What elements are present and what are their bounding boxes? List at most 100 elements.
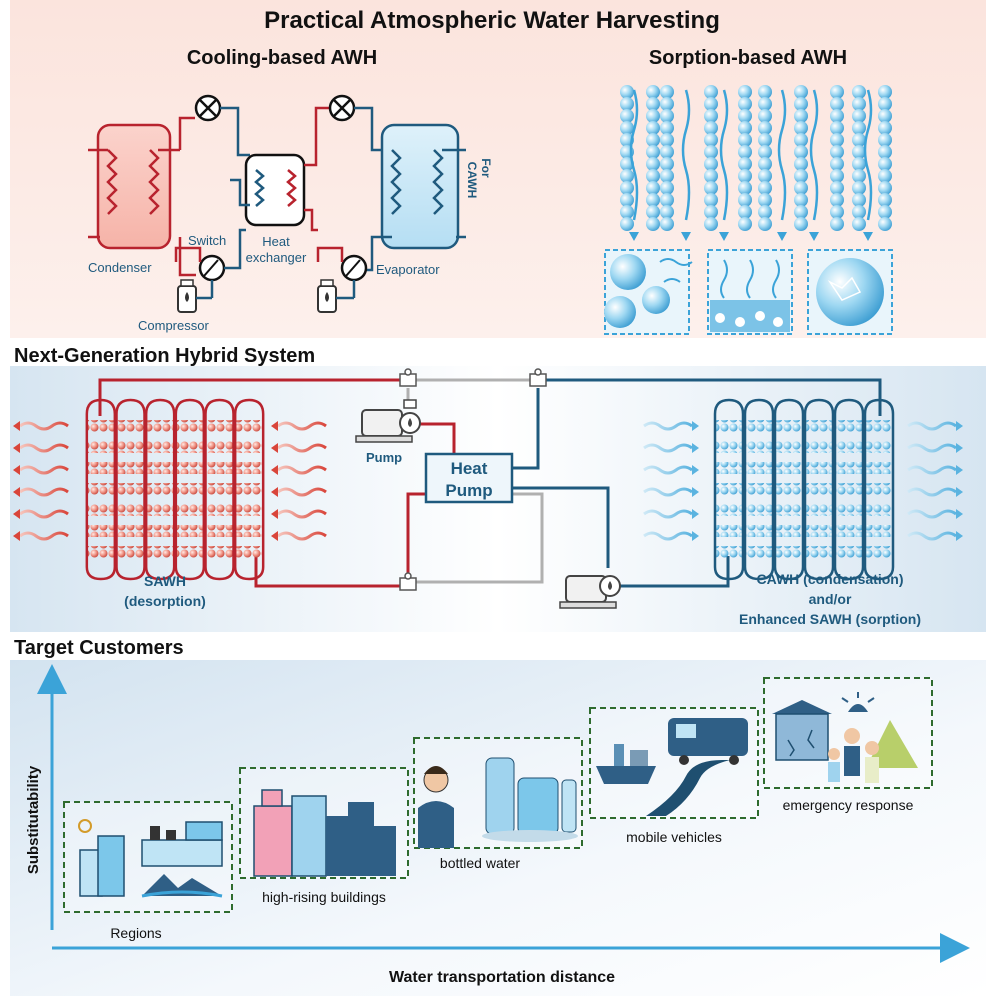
- valve-icon: [399, 572, 417, 591]
- airflow-wave: [643, 531, 693, 541]
- cawh-exchanger: [713, 398, 895, 581]
- sorbent-bubble: [794, 205, 808, 219]
- sorbent-bubble: [620, 217, 634, 231]
- coil-loop: [233, 398, 265, 581]
- customer-label: emergency response: [783, 797, 914, 813]
- sorbent-bubble: [852, 217, 866, 231]
- sorbent-bubble: [758, 97, 772, 111]
- sorbent-bubble: [794, 157, 808, 171]
- airflow-wave: [19, 487, 69, 497]
- airflow-wave: [19, 465, 69, 475]
- sorbent-bubble: [646, 133, 660, 147]
- sorbent-bubble: [794, 97, 808, 111]
- airflow-wave: [643, 487, 693, 497]
- coil-loop: [204, 398, 235, 581]
- airflow-wave: [19, 531, 69, 541]
- pump-icon: [559, 575, 621, 609]
- sorbent-bubble: [660, 181, 674, 195]
- coil-loop: [85, 398, 117, 581]
- sorbent-bubble: [878, 109, 892, 123]
- condenser-coil: [106, 149, 118, 215]
- valve-icon: [399, 368, 417, 387]
- sawh-label-2: (desorption): [124, 593, 206, 609]
- sorbent-bubble: [758, 193, 772, 207]
- sorbent-bubble: [794, 217, 808, 231]
- sorbent-bubble: [758, 109, 772, 123]
- humid-airflow-left: [643, 421, 699, 541]
- compressor-icon: [317, 279, 356, 313]
- sorption-heading: Sorption-based AWH: [649, 47, 847, 69]
- sorbent-bubble: [830, 205, 844, 219]
- heat-pump-label: Heat: [451, 459, 488, 478]
- sorbent-bubble: [878, 217, 892, 231]
- sawh-exchanger: [85, 398, 265, 581]
- sorbent-bubble: [738, 109, 752, 123]
- sorbent-bubble: [758, 121, 772, 135]
- sorbent-bubble: [830, 169, 844, 183]
- sorbent-bubble: [620, 181, 634, 195]
- airflow-wave: [907, 531, 957, 541]
- compressor-icon: [177, 279, 214, 313]
- sorbent-bubble: [794, 145, 808, 159]
- sorbent-bubble: [852, 121, 866, 135]
- figure-title: Practical Atmospheric Water Harvesting: [264, 7, 720, 34]
- coil-loop: [144, 398, 176, 581]
- sorbent-bubble: [738, 181, 752, 195]
- sorbent-bubble: [852, 169, 866, 183]
- sorbent-bubble: [852, 157, 866, 171]
- sorbent-bubble: [660, 169, 674, 183]
- sorbent-bubble: [830, 145, 844, 159]
- sorbent-bubble: [704, 121, 718, 135]
- sorbent-bubble: [704, 157, 718, 171]
- switch-label: Switch: [188, 233, 226, 248]
- sorbent-bubble: [830, 181, 844, 195]
- sorbent-bubble: [794, 133, 808, 147]
- sorbent-bubble: [758, 133, 772, 147]
- customer-regions: Regions: [63, 801, 233, 941]
- sorbent-bubble: [620, 85, 634, 99]
- sorbent-bubble: [738, 205, 752, 219]
- sorbent-bubble: [852, 205, 866, 219]
- sorbent-bubble: [660, 133, 674, 147]
- airflow-wave: [907, 443, 957, 453]
- sorbent-bubble: [830, 109, 844, 123]
- airflow-wave: [19, 509, 69, 519]
- airflow-wave: [907, 487, 957, 497]
- airflow-wave: [277, 487, 327, 497]
- customers-heading: Target Customers: [14, 637, 184, 659]
- airflow-wave: [19, 443, 69, 453]
- humid-airflow-right: [907, 421, 963, 541]
- airflow-wave: [643, 509, 693, 519]
- sorbent-bubble: [738, 85, 752, 99]
- sorbent-bubble: [704, 145, 718, 159]
- x-axis-label: Water transportation distance: [389, 969, 615, 986]
- water-flow-arrow: [681, 89, 691, 221]
- sorbent-bubble: [830, 121, 844, 135]
- sorbent-bubble: [878, 85, 892, 99]
- sorbent-bubble: [646, 97, 660, 111]
- heat-pump-box: [424, 452, 514, 504]
- sorbent-bubble: [758, 157, 772, 171]
- hybrid-diagram: Pump Heat Pump SAWH (desorption) CAWH (c…: [13, 368, 963, 627]
- sorbent-bubble: [620, 109, 634, 123]
- sorbent-bubble: [852, 145, 866, 159]
- sorbent-bubble: [646, 109, 660, 123]
- sorbent-bubble: [794, 193, 808, 207]
- sorbent-bubble: [758, 217, 772, 231]
- sorbent-bubble: [878, 145, 892, 159]
- pump-icon: [355, 399, 421, 443]
- coil-loop: [174, 398, 206, 581]
- sorbent-bubble: [646, 121, 660, 135]
- sorbent-bubble: [660, 145, 674, 159]
- sorbent-bubble: [794, 109, 808, 123]
- sorbent-bubble: [738, 145, 752, 159]
- sorbent-bubble: [704, 109, 718, 123]
- airflow-wave: [907, 421, 957, 431]
- airflow-wave: [277, 531, 327, 541]
- sorption-diagram: [604, 85, 893, 335]
- sorbent-bubble: [620, 121, 634, 135]
- sorbent-bubble: [738, 97, 752, 111]
- sorbent-bubble: [758, 181, 772, 195]
- condenser-coil: [148, 149, 160, 215]
- sorbent-bubble: [660, 217, 674, 231]
